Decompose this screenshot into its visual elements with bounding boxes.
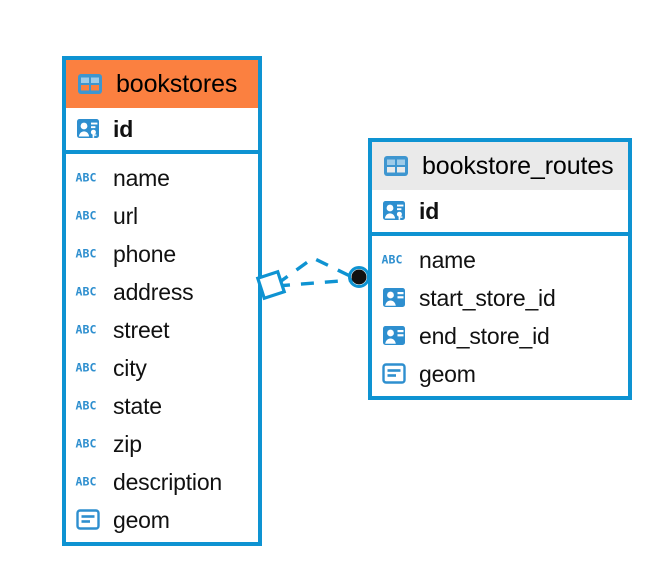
text-abc-icon: ABC xyxy=(76,475,97,489)
svg-text:ABC: ABC xyxy=(76,323,97,337)
entity-title: bookstores xyxy=(116,69,238,98)
field-label: city xyxy=(113,354,147,381)
field-label: name xyxy=(113,164,170,191)
entity-header-bookstore-routes: bookstore_routes xyxy=(372,142,628,190)
field-label: url xyxy=(113,202,138,229)
field-label: start_store_id xyxy=(419,284,556,311)
entity-title: bookstore_routes xyxy=(422,151,614,180)
filled-circle-endpoint xyxy=(348,266,370,288)
text-abc-icon: ABC xyxy=(76,361,97,375)
entity-table-bookstore-routes[interactable]: bookstore_routes id ABC name xyxy=(368,138,632,400)
field-row-start-store-id[interactable]: start_store_id xyxy=(372,279,628,317)
svg-text:ABC: ABC xyxy=(76,399,97,413)
text-abc-icon: ABC xyxy=(76,285,97,299)
field-label: geom xyxy=(113,506,170,533)
field-label: description xyxy=(113,468,223,495)
relationship-line-upper xyxy=(276,256,353,286)
field-label: street xyxy=(113,316,170,343)
field-row-end-store-id[interactable]: end_store_id xyxy=(372,317,628,355)
field-row-city[interactable]: ABC city xyxy=(66,349,258,387)
field-label: geom xyxy=(419,360,476,387)
field-row-address[interactable]: ABC address xyxy=(66,273,258,311)
field-label: name xyxy=(419,246,476,273)
entity-table-bookstores[interactable]: bookstores id ABC name xyxy=(62,56,262,546)
text-abc-icon: ABC xyxy=(382,253,403,267)
svg-text:ABC: ABC xyxy=(382,253,403,267)
field-label: end_store_id xyxy=(419,322,550,349)
field-row-primary-key[interactable]: id xyxy=(66,108,258,154)
text-abc-icon: ABC xyxy=(76,437,97,451)
table-icon xyxy=(78,74,102,94)
field-label: id xyxy=(419,197,440,224)
field-row-name[interactable]: ABC name xyxy=(66,159,258,197)
field-label: state xyxy=(113,392,162,419)
field-list-bookstore-routes: ABC name start_store_id xyxy=(372,236,628,400)
text-abc-icon: ABC xyxy=(76,399,97,413)
svg-text:ABC: ABC xyxy=(76,209,97,223)
field-list-bookstores: ABC name ABC url ABC phone ABC xyxy=(66,154,258,546)
svg-text:ABC: ABC xyxy=(76,171,97,185)
svg-text:ABC: ABC xyxy=(76,285,97,299)
foreign-key-icon xyxy=(383,326,405,345)
svg-text:ABC: ABC xyxy=(76,437,97,451)
svg-text:ABC: ABC xyxy=(76,247,97,261)
primary-key-icon xyxy=(77,119,99,138)
field-row-state[interactable]: ABC state xyxy=(66,387,258,425)
entity-header-bookstores: bookstores xyxy=(66,60,258,108)
field-row-geom[interactable]: geom xyxy=(372,355,628,393)
text-abc-icon: ABC xyxy=(76,323,97,337)
field-label: phone xyxy=(113,240,176,267)
svg-text:ABC: ABC xyxy=(76,475,97,489)
field-row-name[interactable]: ABC name xyxy=(372,241,628,279)
field-row-url[interactable]: ABC url xyxy=(66,197,258,235)
field-row-primary-key[interactable]: id xyxy=(372,190,628,236)
field-label: zip xyxy=(113,430,142,457)
text-abc-icon: ABC xyxy=(76,209,97,223)
field-row-street[interactable]: ABC street xyxy=(66,311,258,349)
field-row-description[interactable]: ABC description xyxy=(66,463,258,501)
svg-text:ABC: ABC xyxy=(76,361,97,375)
table-icon xyxy=(384,156,408,176)
primary-key-icon xyxy=(383,201,405,220)
geometry-icon xyxy=(76,509,100,530)
field-label: address xyxy=(113,278,194,305)
text-abc-icon: ABC xyxy=(76,247,97,261)
field-row-phone[interactable]: ABC phone xyxy=(66,235,258,273)
field-label: id xyxy=(113,115,134,142)
field-row-geom[interactable]: geom xyxy=(66,501,258,539)
field-row-zip[interactable]: ABC zip xyxy=(66,425,258,463)
relationship-line-lower xyxy=(276,278,354,288)
geometry-icon xyxy=(382,363,406,384)
foreign-key-icon xyxy=(383,288,405,307)
text-abc-icon: ABC xyxy=(76,171,97,185)
